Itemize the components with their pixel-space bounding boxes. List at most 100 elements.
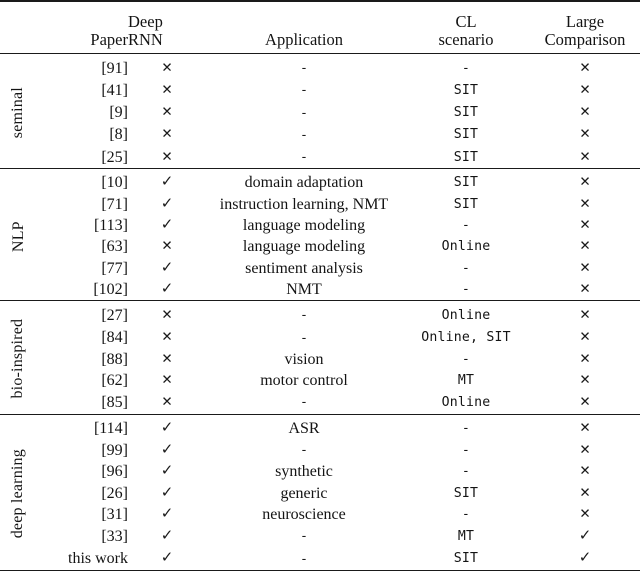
- cell-cl-scenario: SIT: [453, 485, 479, 501]
- group-separator-rule: [0, 413, 640, 418]
- large-comparison-mark-icon: ✕: [579, 484, 591, 501]
- cell-deep-rnn: ✓: [128, 418, 206, 439]
- cell-large-comparison: ✕: [530, 124, 640, 146]
- cell-application: vision: [284, 350, 324, 368]
- large-comparison-mark-icon: ✕: [579, 238, 591, 255]
- cell-deep-rnn: ✕: [128, 57, 206, 79]
- cell-paper-ref: [62]: [101, 372, 128, 390]
- cell-cl-scenario: MT: [457, 373, 475, 389]
- large-comparison-mark-icon: ✕: [579, 306, 591, 323]
- table-row: seminal[91]✕--✕: [0, 57, 640, 139]
- header-bottom-rule: [0, 53, 640, 57]
- application-dash: -: [300, 308, 308, 324]
- cell-application: -: [206, 124, 402, 146]
- cell-cl-scenario: Online: [441, 307, 491, 323]
- cell-application: -: [206, 439, 402, 461]
- deep-rnn-mark-icon: ✓: [160, 278, 174, 297]
- cell-deep-rnn: ✕: [128, 349, 206, 370]
- cell-application: -: [206, 146, 402, 169]
- deep-rnn-mark-icon: ✓: [160, 525, 174, 544]
- table-bottom-rule: [0, 569, 640, 574]
- large-comparison-mark-icon: ✕: [579, 463, 591, 480]
- cell-deep-rnn: ✕: [128, 236, 206, 257]
- cell-large-comparison: ✕: [530, 258, 640, 279]
- cell-deep-rnn: ✕: [128, 79, 206, 101]
- application-dash: -: [300, 150, 308, 166]
- application-dash: -: [300, 529, 308, 545]
- table-row: bio-inspired[27]✕-Online✕: [0, 304, 640, 399]
- cell-paper-ref: [25]: [101, 148, 128, 166]
- cell-cl-scenario: -: [461, 442, 471, 458]
- cell-application: sentiment analysis: [245, 259, 363, 277]
- cell-application: -: [206, 102, 402, 124]
- deep-rnn-mark-icon: ✕: [161, 126, 173, 143]
- cell-deep-rnn: ✓: [128, 215, 206, 236]
- header-cl-line1: CL: [455, 11, 477, 31]
- table-row: [8]✕-SIT✕: [0, 124, 640, 146]
- deep-rnn-mark-icon: ✕: [161, 104, 173, 121]
- cell-large-comparison: ✕: [530, 504, 640, 525]
- cell-application: language modeling: [242, 217, 366, 235]
- large-comparison-mark-icon: ✕: [579, 505, 591, 522]
- deep-rnn-mark-icon: ✓: [160, 482, 174, 501]
- deep-rnn-mark-icon: ✕: [161, 238, 173, 255]
- cell-paper-ref: [41]: [101, 81, 128, 99]
- deep-rnn-mark-icon: ✓: [160, 215, 174, 234]
- cell-cl-scenario: SIT: [453, 175, 479, 191]
- application-dash: -: [300, 551, 308, 567]
- cell-large-comparison: ✕: [530, 102, 640, 124]
- cell-cl-scenario: SIT: [453, 105, 479, 121]
- group-label: NLP: [9, 220, 27, 252]
- group-label-cell: seminal: [0, 57, 36, 169]
- cell-deep-rnn: ✓: [128, 439, 206, 461]
- table-row: this work✓-SIT✓: [0, 548, 640, 571]
- table-row: [25]✕-SIT✕: [0, 146, 640, 169]
- application-dash: -: [300, 83, 308, 99]
- header-deep-rnn-line2: RNN: [128, 30, 163, 50]
- cell-cl-scenario: -: [461, 420, 471, 436]
- large-comparison-mark-icon: ✕: [579, 350, 591, 367]
- cell-large-comparison: ✕: [530, 279, 640, 301]
- cell-large-comparison: ✕: [530, 194, 640, 215]
- cell-cl-scenario: SIT: [453, 127, 479, 143]
- cell-application: synthetic: [275, 463, 333, 481]
- cell-cl-scenario: -: [461, 464, 471, 480]
- cell-paper-ref: [102]: [93, 280, 128, 298]
- large-comparison-mark-icon: ✕: [579, 126, 591, 143]
- group-separator-rule: [0, 168, 640, 173]
- cell-paper-ref: [96]: [101, 463, 128, 481]
- application-dash: -: [300, 443, 308, 459]
- application-dash: -: [300, 127, 308, 143]
- cell-large-comparison: ✓: [530, 548, 640, 571]
- cell-large-comparison: ✕: [530, 461, 640, 482]
- cell-deep-rnn: ✓: [128, 483, 206, 504]
- cell-deep-rnn: ✓: [128, 172, 206, 193]
- cell-large-comparison: ✕: [530, 304, 640, 326]
- deep-rnn-mark-icon: ✕: [161, 306, 173, 323]
- deep-rnn-mark-icon: ✓: [160, 417, 174, 436]
- cell-deep-rnn: ✕: [128, 304, 206, 326]
- cell-cl-scenario: -: [461, 351, 471, 367]
- cell-paper-ref: [71]: [101, 195, 128, 213]
- cell-paper-ref: [9]: [109, 104, 128, 122]
- cell-paper-ref: [84]: [101, 329, 128, 347]
- header-group-spacer: [0, 5, 36, 54]
- table-row: [41]✕-SIT✕: [0, 79, 640, 101]
- table-row: [31]✓neuroscience-✕: [0, 504, 640, 525]
- cell-application: -: [206, 79, 402, 101]
- deep-rnn-mark-icon: ✕: [161, 329, 173, 346]
- header-paper: Paper: [90, 30, 128, 50]
- cell-application: -: [206, 391, 402, 414]
- cell-large-comparison: ✕: [530, 349, 640, 370]
- large-comparison-mark-icon: ✓: [578, 525, 592, 544]
- cell-deep-rnn: ✓: [128, 194, 206, 215]
- large-comparison-mark-icon: ✕: [579, 259, 591, 276]
- cell-large-comparison: ✕: [530, 439, 640, 461]
- header-large-line2: Comparison: [544, 30, 626, 50]
- cell-paper-ref: [10]: [101, 174, 128, 192]
- large-comparison-mark-icon: ✕: [579, 393, 591, 410]
